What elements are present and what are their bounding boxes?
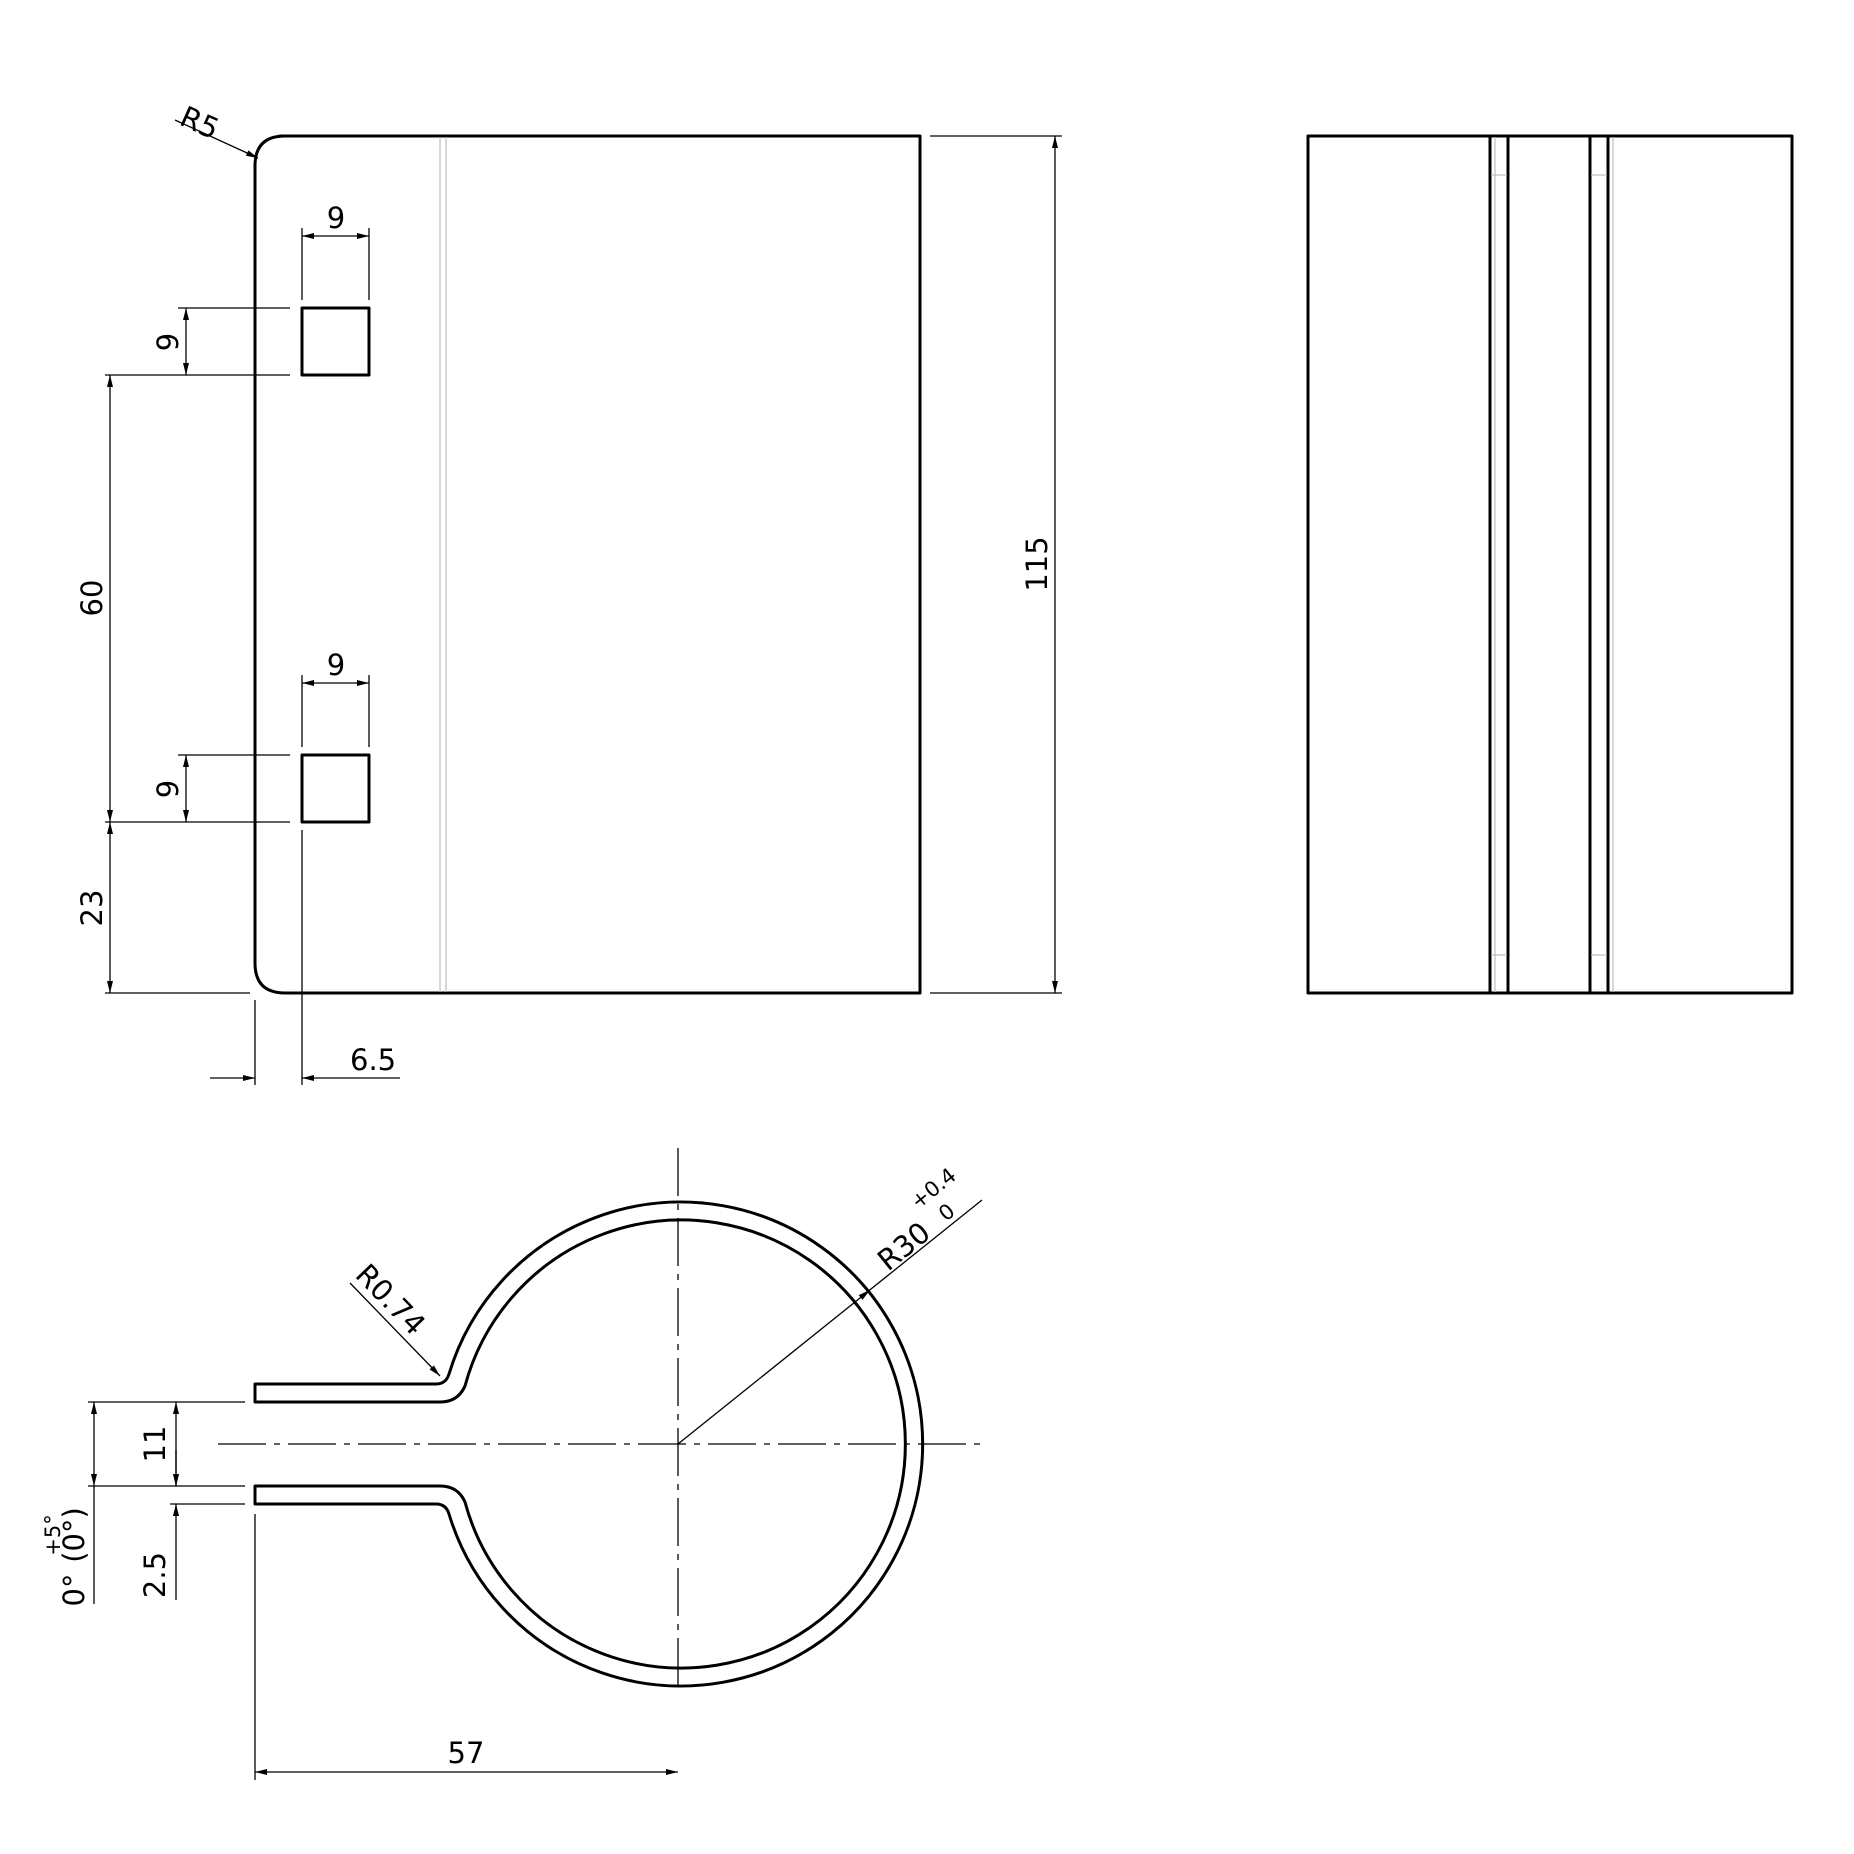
corner-radius-leader — [174, 119, 259, 159]
thickness-label: 2.5 — [138, 1552, 172, 1598]
overall-height-label: 115 — [1020, 536, 1054, 591]
bend-radius-leader — [349, 1282, 441, 1377]
hole-offset-label: 23 — [75, 890, 109, 927]
square-hole-top — [300, 306, 371, 377]
outer-radius-leader — [677, 1289, 871, 1445]
hole-spacing-label: 60 — [75, 580, 109, 617]
hole-top-height-label: 9 — [151, 333, 185, 351]
clamp-profile — [253, 1200, 925, 1688]
hole-bottom-width-label: 9 — [327, 648, 345, 682]
square-hole-bottom — [300, 753, 371, 824]
front-view: R5 9 9 60 9 9 23 6.5 — [75, 99, 1062, 1085]
angle-label: 0° — [57, 1574, 91, 1607]
hole-top-width-label: 9 — [327, 201, 345, 235]
outer-radius-tol-upper: +0.4 — [906, 1163, 961, 1214]
gap-label: 11 — [138, 1426, 172, 1463]
tab-length-label: 57 — [448, 1736, 485, 1770]
hole-bottom-height-label: 9 — [151, 780, 185, 798]
front-view-outline — [253, 134, 922, 995]
side-view-outline — [1306, 134, 1794, 995]
bend-radius-label: R0.74 — [349, 1257, 432, 1342]
top-view: R0.74 R30 +0.4 0 11 2.5 0° +5° (0°) 57 — [41, 1148, 983, 1780]
side-view — [1306, 134, 1794, 995]
angle-ref-label: (0°) — [57, 1507, 91, 1563]
edge-to-hole-label: 6.5 — [350, 1043, 396, 1077]
outer-radius-leader — [865, 1199, 983, 1294]
outer-radius-label: R30 — [871, 1215, 937, 1277]
angle-tol-label: +5° — [41, 1514, 65, 1555]
